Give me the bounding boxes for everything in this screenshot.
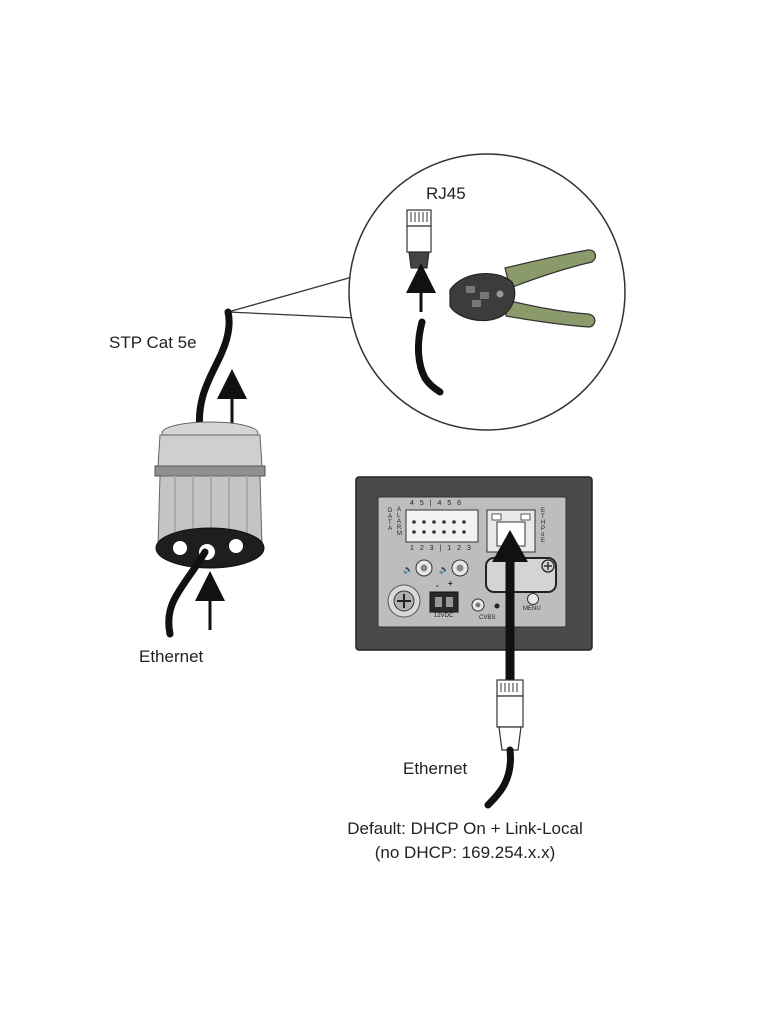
- camera-rear-panel: 🔈 🔈: [355, 476, 593, 651]
- audio-icon-1: 🔈: [403, 565, 413, 574]
- cvbs-label: CVBS: [479, 615, 496, 621]
- stp-cable-label: STP Cat 5e: [109, 333, 197, 352]
- power-terminal: [429, 591, 459, 613]
- alarm-terminal-block: [405, 509, 479, 543]
- ethernet-cable-right: [484, 746, 514, 809]
- ethernet-cable-left: [165, 548, 209, 638]
- callout-line-bottom: [227, 311, 357, 319]
- alarm-top-numbers: 4 5 | 4 5 6: [410, 500, 464, 507]
- ethernet-right-label: Ethernet: [403, 759, 468, 778]
- cable-gland-illustration: [154, 421, 266, 569]
- eth-poe-vertical-label: ETH PoE: [541, 508, 546, 544]
- data-vertical-label: DATA: [388, 508, 393, 532]
- alarm-bottom-numbers: 1 2 3 | 1 2 3: [410, 545, 473, 552]
- ethernet-plug-right: [496, 679, 524, 751]
- rj45-label: RJ45: [426, 184, 466, 203]
- menu-button: [527, 593, 539, 605]
- rj45-plug-illustration: [406, 209, 432, 269]
- magnifier-cable: [414, 318, 444, 396]
- crimping-tool-illustration: [449, 249, 597, 328]
- ethernet-left-label: Ethernet: [139, 647, 204, 666]
- card-slot: [485, 557, 557, 593]
- ethernet-insert-arrow-head: [492, 530, 528, 562]
- stp-cable: [195, 308, 233, 434]
- status-led: [494, 603, 500, 609]
- power-12vdc-label: 12VDC: [434, 613, 454, 619]
- power-plus-label: +: [448, 579, 453, 588]
- power-minus-label: -: [436, 581, 439, 590]
- default-network-note: Default: DHCP On + Link-Local: [347, 819, 583, 838]
- link-local-note: (no DHCP: 169.254.x.x): [374, 843, 556, 862]
- callout-line-top: [227, 271, 371, 313]
- menu-label: MENU: [523, 606, 541, 612]
- audio-icon-2: 🔈: [439, 565, 449, 574]
- alarm-vertical-label: ALARM: [397, 507, 402, 537]
